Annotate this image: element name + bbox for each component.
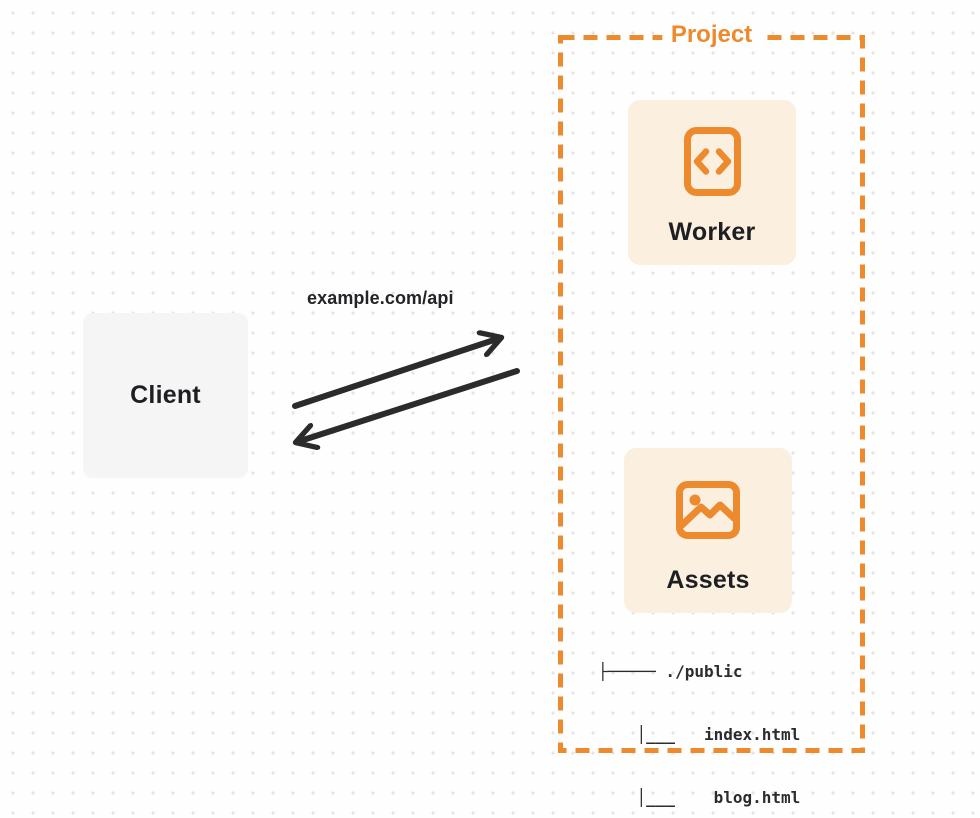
request-url-label: example.com/api — [307, 288, 454, 308]
worker-label: Worker — [668, 218, 756, 246]
assets-label: Assets — [666, 566, 750, 594]
tree-line-index: │___ index.html — [598, 725, 801, 744]
project-boundary: Project Worker Assets — [558, 19, 865, 807]
client-node: Client — [83, 313, 248, 478]
assets-node: Assets — [624, 448, 792, 613]
tree-line-blog: │___ blog.html — [598, 788, 801, 807]
response-arrow — [297, 368, 520, 442]
client-label: Client — [130, 381, 201, 409]
file-tree: ├───── ./public │___ index.html │___ blo… — [598, 619, 800, 818]
image-icon — [624, 481, 792, 539]
request-arrow — [292, 338, 500, 409]
worker-node: Worker — [628, 100, 796, 265]
code-file-icon — [628, 127, 796, 196]
project-label: Project — [661, 19, 762, 50]
tree-line-root: ├───── ./public — [598, 662, 743, 681]
